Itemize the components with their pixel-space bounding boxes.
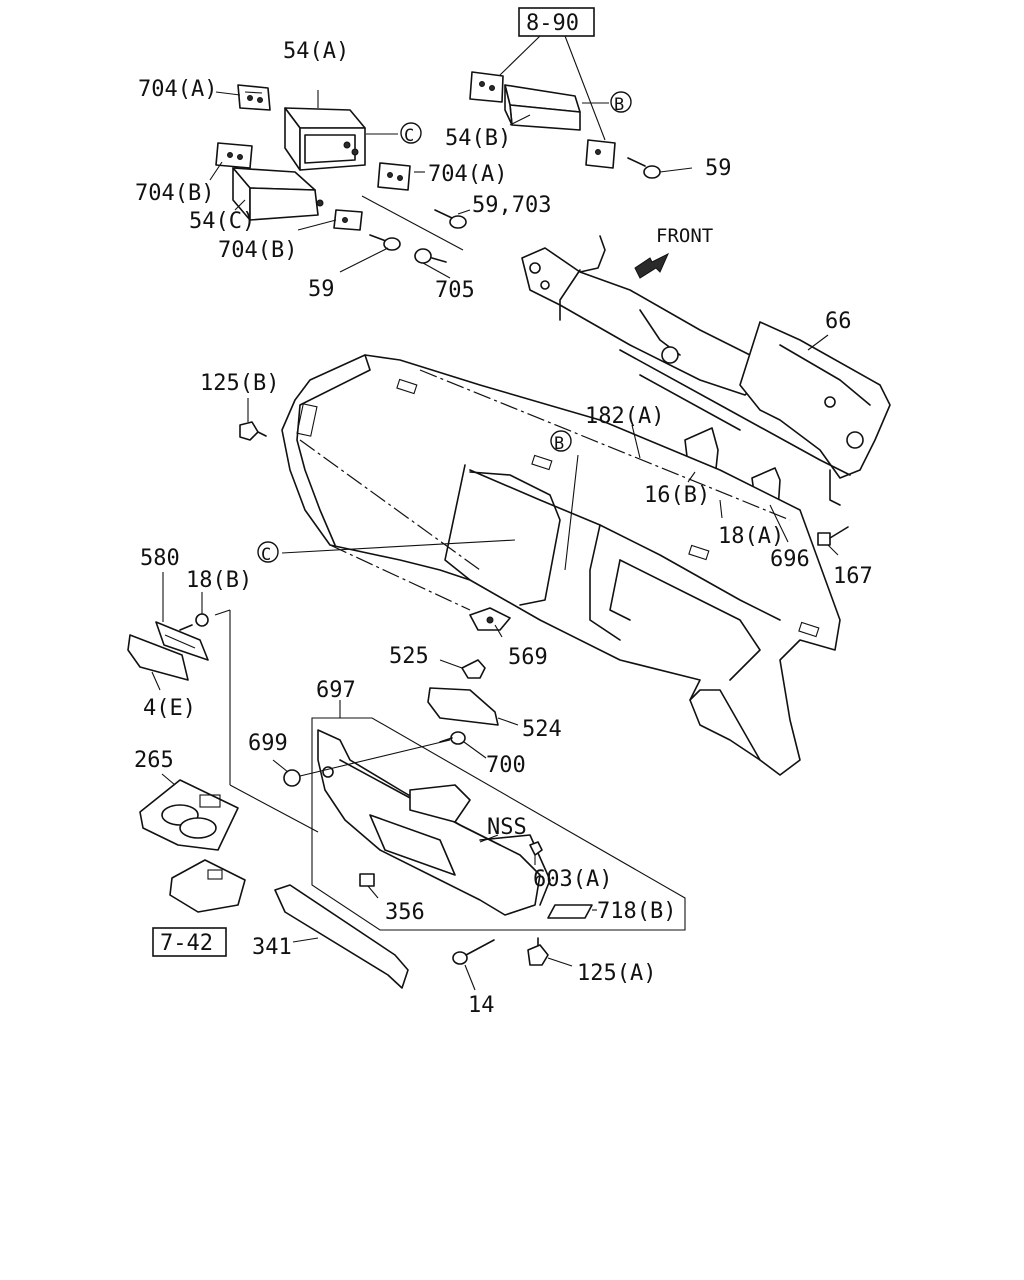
clip-603a (529, 841, 543, 856)
label-18b: 18(B) (186, 568, 252, 593)
label-66: 66 (825, 309, 852, 334)
label-580: 580 (140, 546, 180, 571)
bumper-356 (359, 873, 375, 887)
screw-705 (414, 248, 447, 264)
marker-c-circle-top (400, 122, 422, 144)
label-125a: 125(A) (577, 961, 656, 986)
ref-7-42-text: 7-42 (160, 931, 213, 956)
ref-8-90-text: 8-90 (526, 11, 579, 36)
label-704b-mid: 704(B) (218, 238, 297, 263)
cover-4e (127, 634, 189, 681)
label-696: 696 (770, 547, 810, 572)
label-4e: 4(E) (143, 696, 196, 721)
cross-member-66 (521, 235, 891, 506)
label-704a-mid: 704(A) (428, 162, 507, 187)
label-182a: 182(A) (585, 404, 664, 429)
bracket-top-right (469, 71, 504, 103)
leader-699-700 (299, 739, 451, 777)
label-699: 699 (248, 731, 288, 756)
label-524: 524 (522, 717, 562, 742)
label-14: 14 (468, 993, 495, 1018)
marker-b-text-panel: B (554, 434, 564, 454)
bracket-704a-mid (377, 162, 411, 191)
bracket-704a-top (237, 84, 271, 111)
label-603a: 603(A) (533, 867, 612, 892)
tray-7-42 (169, 859, 246, 913)
glove-box-panel (317, 729, 551, 916)
screw-59-right (627, 157, 661, 179)
clip-125a (527, 937, 549, 966)
marker-c-circle-panel (257, 541, 279, 563)
screw-700 (439, 731, 466, 745)
leader-580-group (214, 609, 231, 616)
front-label: FRONT (656, 225, 713, 247)
label-nss: NSS (487, 815, 527, 840)
marker-c-text-panel: C (261, 545, 271, 565)
label-697: 697 (316, 678, 356, 703)
bracket-580 (155, 621, 209, 661)
bracket-569 (469, 607, 511, 631)
label-54a: 54(A) (283, 39, 349, 64)
marker-c-text-top: C (404, 126, 414, 146)
pocket-54b (504, 84, 581, 131)
label-59-right: 59 (705, 156, 732, 181)
label-341: 341 (252, 935, 292, 960)
pocket-54a (284, 107, 366, 171)
trim-524 (427, 687, 499, 726)
pad-718b (547, 904, 593, 919)
leaders (151, 90, 839, 991)
label-54c: 54(C) (189, 209, 255, 234)
label-356: 356 (385, 900, 425, 925)
clip-125b (239, 421, 267, 441)
marker-b-circle-panel (550, 430, 572, 452)
pocket-54c (232, 167, 324, 221)
ref-8-90-leader-left (499, 35, 541, 76)
screw-59-left (369, 234, 401, 251)
bolt-167 (817, 526, 849, 546)
ref-box-8-90 (518, 7, 595, 37)
marker-b-leader (564, 454, 579, 571)
clip-699 (283, 769, 301, 787)
marker-b-circle-top (610, 91, 632, 113)
ref-box-7-42 (152, 927, 227, 957)
label-718b: 718(B) (597, 899, 676, 924)
label-705: 705 (435, 278, 475, 303)
bracket-704b-left (215, 142, 253, 169)
screw-14 (452, 939, 495, 965)
marker-b-text-top: B (614, 95, 624, 115)
label-569: 569 (508, 645, 548, 670)
ref-8-90-leader-right (564, 35, 606, 141)
label-125b: 125(B) (200, 371, 279, 396)
screw-59-703 (434, 209, 467, 229)
instrument-panel (281, 354, 841, 776)
label-700: 700 (486, 753, 526, 778)
cup-holder-265 (139, 779, 239, 851)
label-265: 265 (134, 748, 174, 773)
leader-265-to-panel (229, 784, 319, 833)
screw-18b (179, 613, 209, 631)
front-arrow (634, 252, 670, 279)
label-704a-top: 704(A) (138, 77, 217, 102)
bracket-704b-mid (333, 209, 363, 231)
label-525: 525 (389, 644, 429, 669)
fastener-525 (461, 659, 486, 679)
lid-341 (274, 884, 409, 989)
dash-line-top-left (361, 195, 464, 251)
marker-c-leader (281, 539, 516, 554)
label-167: 167 (833, 564, 873, 589)
label-16b: 16(B) (644, 483, 710, 508)
label-59-left: 59 (308, 277, 335, 302)
bracket-right-small (585, 139, 616, 169)
glove-box-frame (311, 717, 686, 931)
label-59-703: 59,703 (472, 193, 551, 218)
label-54b: 54(B) (445, 126, 511, 151)
label-704b-left: 704(B) (135, 181, 214, 206)
label-18a: 18(A) (718, 524, 784, 549)
